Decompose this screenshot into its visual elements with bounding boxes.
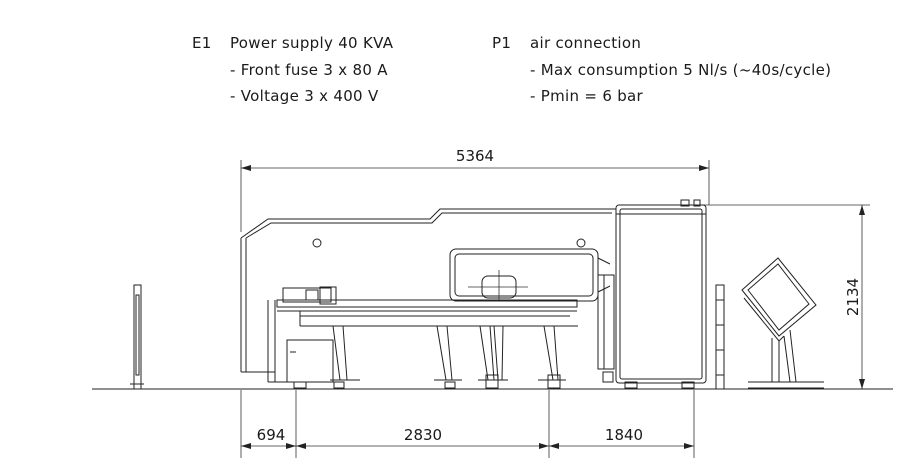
- dimension-total-length: 5364: [240, 147, 710, 232]
- dimension-segments: 694 2830 1840: [240, 390, 695, 458]
- dimension-segment-left-value: 694: [257, 426, 286, 444]
- table-legs: [330, 325, 566, 381]
- light-barrier-post: [128, 284, 146, 390]
- spec-p1: P1 air connection - Max consumption 5 Nl…: [492, 34, 831, 105]
- dimension-segment-right-value: 1840: [605, 426, 643, 444]
- dimension-height-value: 2134: [844, 278, 862, 316]
- spec-p1-title: air connection: [530, 34, 641, 52]
- control-cabinet: [615, 199, 707, 384]
- dimension-segment-middle-value: 2830: [404, 426, 442, 444]
- spec-e1-code: E1: [192, 34, 212, 52]
- machine-feet: [293, 371, 695, 389]
- operator-console: [741, 257, 824, 389]
- dimension-total-length-value: 5364: [456, 147, 494, 165]
- spec-e1-line-1: - Front fuse 3 x 80 A: [230, 61, 388, 79]
- spec-p1-line-1: - Max consumption 5 Nl/s (~40s/cycle): [530, 61, 831, 79]
- side-panel: [715, 284, 725, 390]
- dimension-height: 2134: [700, 204, 870, 390]
- spec-p1-code: P1: [492, 34, 511, 52]
- spec-p1-line-2: - Pmin = 6 bar: [530, 87, 644, 105]
- spec-e1-line-2: - Voltage 3 x 400 V: [230, 87, 379, 105]
- spec-e1-title: Power supply 40 KVA: [230, 34, 394, 52]
- spec-e1: E1 Power supply 40 KVA - Front fuse 3 x …: [192, 34, 394, 105]
- machine-body: [240, 208, 617, 383]
